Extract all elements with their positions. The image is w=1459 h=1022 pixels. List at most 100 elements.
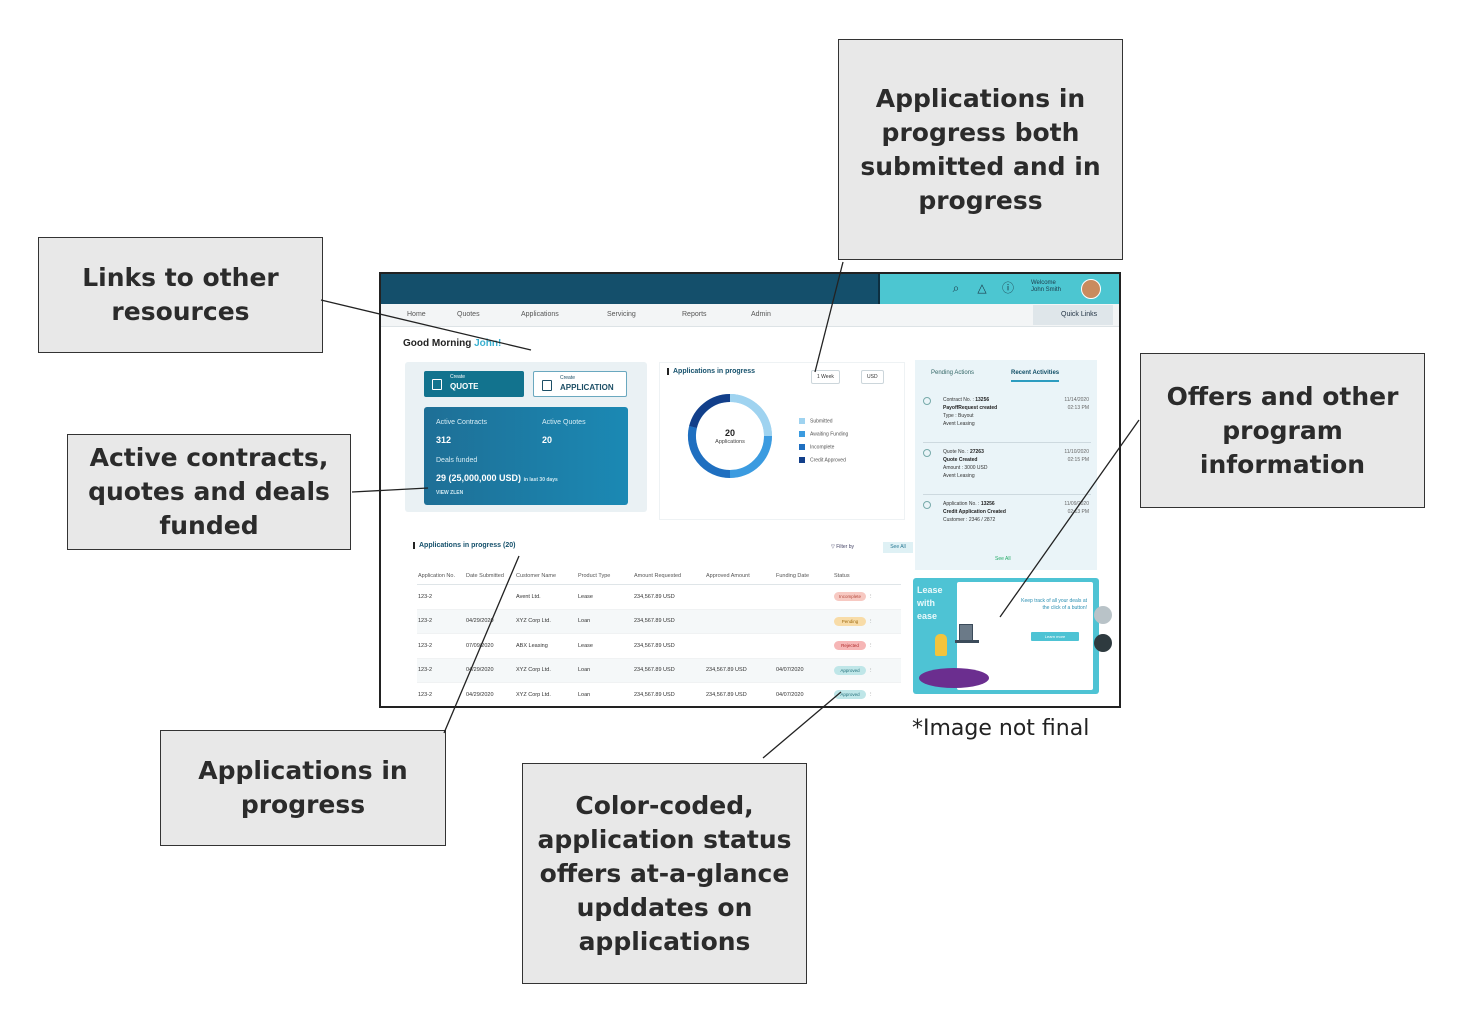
divider (923, 442, 1091, 443)
help-icon[interactable]: ⓘ (1001, 281, 1014, 295)
table-cell (465, 584, 515, 610)
donut-segment-incomplete (687, 426, 731, 479)
more-options-icon[interactable]: ⋮ (868, 594, 874, 601)
clock-icon (923, 397, 931, 405)
see-all-button[interactable]: See All (883, 542, 913, 553)
table-cell (775, 633, 833, 659)
carousel-dots[interactable]: ●●● (993, 682, 1013, 688)
learn-more-button[interactable]: Learn more (1031, 632, 1079, 641)
main-nav (381, 304, 1119, 327)
see-all-activities-link[interactable]: See All (995, 556, 1011, 562)
column-header[interactable]: Amount Requested (633, 568, 705, 585)
search-icon[interactable]: ⌕ (952, 281, 960, 295)
chat-icon[interactable] (1094, 634, 1112, 652)
column-header[interactable]: Status (833, 568, 901, 585)
status-cell: Rejected⋮ (833, 633, 901, 659)
document-icon (542, 380, 552, 391)
nav-admin[interactable]: Admin (751, 311, 771, 318)
top-bar-brand-area (381, 274, 880, 304)
tab-pending-actions[interactable]: Pending Actions (931, 370, 975, 376)
period-select[interactable]: 1 Week (811, 370, 840, 384)
status-badge: Approved (834, 665, 866, 675)
donut-label: Applications (715, 439, 745, 445)
bell-icon[interactable]: △ (977, 281, 987, 295)
table-cell: Loan (577, 609, 633, 634)
document-icon (432, 379, 442, 390)
column-header[interactable]: Date Submitted (465, 568, 515, 585)
avatar[interactable] (1081, 279, 1101, 299)
more-options-icon[interactable]: ⋮ (868, 692, 874, 699)
activity-item[interactable]: Contract No. : 13256 PayoffRequest creat… (923, 396, 1091, 440)
column-header[interactable]: Application No. (417, 568, 465, 585)
divider (923, 494, 1091, 495)
more-options-icon[interactable]: ⋮ (868, 643, 874, 650)
promo-text: Keep track of all your deals at the clic… (1021, 598, 1087, 611)
column-header[interactable]: Approved Amount (705, 568, 775, 585)
donut-segment-submitted-arc (729, 394, 772, 437)
table-cell: Lease (577, 584, 633, 610)
table-cell: Lease (577, 633, 633, 659)
table-cell: 234,567.89 USD (633, 584, 705, 610)
status-badge: Approved (834, 690, 866, 700)
column-header[interactable]: Product Type (577, 568, 633, 585)
create-application-button[interactable]: Create APPLICATION (533, 371, 627, 397)
nav-reports[interactable]: Reports (682, 311, 707, 318)
view-link[interactable]: VIEW ZLEN (436, 490, 464, 496)
stats-card: Active Contracts 312 Active Quotes 20 De… (424, 407, 628, 505)
table-cell: Avent Ltd. (515, 584, 577, 610)
legend-incomplete: Incomplete (799, 444, 834, 450)
activity-item[interactable]: Quote No. : 27263 Quote Created Amount :… (923, 448, 1091, 492)
clock-icon (923, 501, 931, 509)
table-cell: 04/29/2020 (465, 609, 515, 634)
table-cell: 234,567.89 USD (633, 609, 705, 634)
activities-panel: Pending Actions Recent Activities Contra… (915, 360, 1097, 570)
nav-servicing[interactable]: Servicing (607, 311, 636, 318)
column-header[interactable]: Customer Name (515, 568, 577, 585)
applications-table: Application No. Date Submitted Customer … (417, 568, 901, 706)
status-badge: Incomplete (834, 592, 866, 602)
table-cell: 07/09/2020 (465, 633, 515, 659)
donut-segment-awaiting (729, 435, 772, 478)
scroll-up-button[interactable] (1094, 606, 1112, 624)
tab-recent-activities[interactable]: Recent Activities (1011, 370, 1060, 382)
create-quote-button[interactable]: Create QUOTE (424, 371, 524, 397)
table-cell (775, 609, 833, 634)
applications-donut-chart (687, 393, 772, 479)
status-badge: Rejected (834, 641, 866, 651)
table-cell: 234,567.89 USD (633, 633, 705, 659)
donut-value: 20 (724, 428, 735, 438)
filter-icon: ▽ (831, 544, 837, 550)
table-cell (705, 609, 775, 634)
table-cell: 123-2 (417, 682, 465, 706)
image-not-final-note: *Image not final (912, 716, 1090, 741)
more-options-icon[interactable]: ⋮ (868, 618, 874, 625)
nav-home[interactable]: Home (407, 311, 426, 318)
table-cell: XYZ Corp Ltd. (515, 658, 577, 683)
nav-applications[interactable]: Applications (521, 311, 559, 318)
column-header[interactable]: Funding Date (775, 568, 833, 585)
filter-by-button[interactable]: ▽ Filter by (831, 544, 855, 550)
legend-awaiting-funding: Awaiting Funding (799, 431, 848, 437)
table-cell: 234,567.89 USD (633, 658, 705, 683)
activity-item[interactable]: Application No. : 13256 Credit Applicati… (923, 500, 1091, 536)
status-badge: Pending (834, 616, 866, 626)
quick-links-button[interactable]: Quick Links (1033, 305, 1113, 325)
more-options-icon[interactable]: ⋮ (868, 667, 874, 674)
nav-quotes[interactable]: Quotes (457, 311, 480, 318)
table-cell (775, 584, 833, 610)
table-cell: 234,567.89 USD (705, 682, 775, 706)
currency-select[interactable]: USD (861, 370, 884, 384)
table-cell: 04/07/2020 (775, 682, 833, 706)
